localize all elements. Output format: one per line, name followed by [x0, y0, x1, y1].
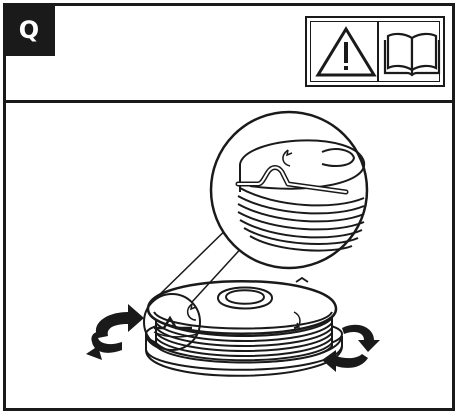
- read-manual-book-icon: [383, 32, 441, 77]
- detail-callout-large-circle: [209, 110, 369, 270]
- spool-main: [144, 276, 344, 377]
- rotation-arrow-right-icon: [322, 324, 380, 372]
- warning-triangle-icon: [315, 26, 377, 77]
- rotation-arrow-left-icon: [86, 304, 144, 360]
- step-badge: Q: [3, 3, 55, 56]
- safety-notice-box: [305, 16, 445, 87]
- header-divider: [3, 100, 455, 103]
- safety-notice-separator: [377, 21, 379, 82]
- instruction-frame: [3, 3, 455, 411]
- step-label: Q: [18, 15, 40, 44]
- trimmer-spool-illustration: [86, 110, 380, 377]
- detail-callout-small-circle: [143, 293, 201, 351]
